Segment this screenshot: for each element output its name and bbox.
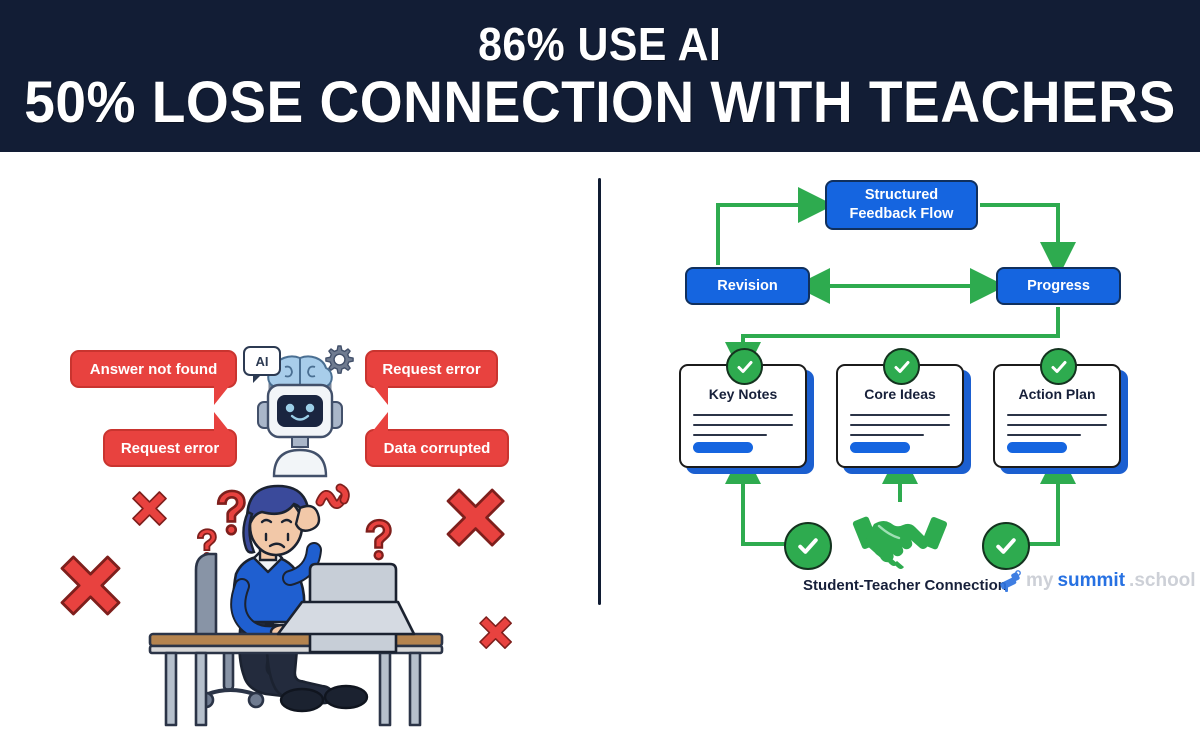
card-action-pill[interactable] [850,442,910,453]
x-mark-icon [446,488,505,547]
handshake-icon [852,516,948,569]
flow-box-revision[interactable]: Revision [685,267,810,305]
frustrated-student-illustration [148,484,444,727]
check-circle-icon [726,348,763,385]
card-text-line [693,414,793,416]
arrow-progress-to-cards [725,307,1060,378]
card-action-pill[interactable] [693,442,753,453]
error-bubble-data-corrupted: Data corrupted [365,412,509,467]
content-area: Answer not found Request error Request e… [0,152,1200,727]
ai-badge: AI [243,346,281,383]
question-mark-icon [365,518,392,561]
card-text-line [1007,424,1107,426]
arrow-feedback-to-progress [980,203,1076,278]
watermark-brand: summit [1057,570,1126,591]
flow-box-line-1: Structured [864,187,939,203]
arrow-revision-to-feedback [716,187,834,265]
ai-robot-illustration: AI [240,336,360,478]
header-banner: 86% USE AI 50% LOSE CONNECTION WITH TEAC… [0,0,1200,152]
error-bubble-request-error-right: Request error [365,350,498,405]
x-mark-icon [479,616,512,649]
right-panel-feedback-flow: Structured Feedback Flow Revision Progre… [600,152,1200,630]
error-bubble-request-error-left: Request error [103,412,237,467]
header-line-2: 50% LOSE CONNECTION WITH TEACHERS [24,70,1176,135]
card-text-line [850,424,950,426]
ai-badge-label: AI [255,353,269,369]
card-text-line [1007,414,1107,416]
card-text-line [1007,434,1081,436]
vertical-divider [598,178,601,605]
frustration-marks-group [60,483,512,649]
robot-svg [257,345,354,478]
card-text-line [693,424,793,426]
card-text-line [693,434,767,436]
bubble-tail [372,412,388,432]
card-title: Action Plan [1018,386,1096,402]
error-bubble-label: Request error [382,360,481,378]
watermark-prefix: my [1026,570,1054,591]
check-circle-icon [982,522,1030,570]
check-circle-icon [883,348,920,385]
header-line-1: 86% USE AI [478,18,722,70]
flow-box-structured-feedback-flow[interactable]: Structured Feedback Flow [825,180,978,230]
bubble-tail [214,385,230,405]
watermark-suffix: .school [1129,570,1196,591]
x-mark-icon [132,491,167,526]
flow-box-progress[interactable]: Progress [996,267,1121,305]
left-panel-ai-frustration: Answer not found Request error Request e… [0,152,598,727]
student-teacher-connection-label: Student-Teacher Connection [803,577,1007,594]
bubble-tail [372,385,388,405]
card-title: Core Ideas [864,386,936,402]
card-action-pill[interactable] [1007,442,1067,453]
check-circle-icon [784,522,832,570]
squiggle-icon [315,483,350,509]
x-mark-icon [60,555,121,616]
infographic-page: 86% USE AI 50% LOSE CONNECTION WITH TEAC… [0,0,1200,727]
card-text-line [850,414,950,416]
check-circle-icon [1040,348,1077,385]
error-bubble-label: Data corrupted [383,439,491,457]
bubble-tail [214,412,230,432]
flow-box-line-2: Feedback Flow [849,206,954,222]
telescope-icon [1000,570,1021,592]
card-title: Key Notes [708,386,778,402]
connector-left [741,502,796,546]
gear-icon [325,345,354,374]
error-bubble-label: Answer not found [89,360,218,378]
question-mark-icon [216,489,246,536]
error-bubble-answer-not-found: Answer not found [70,350,237,405]
error-bubble-label: Request error [120,439,220,457]
card-text-line [850,434,924,436]
